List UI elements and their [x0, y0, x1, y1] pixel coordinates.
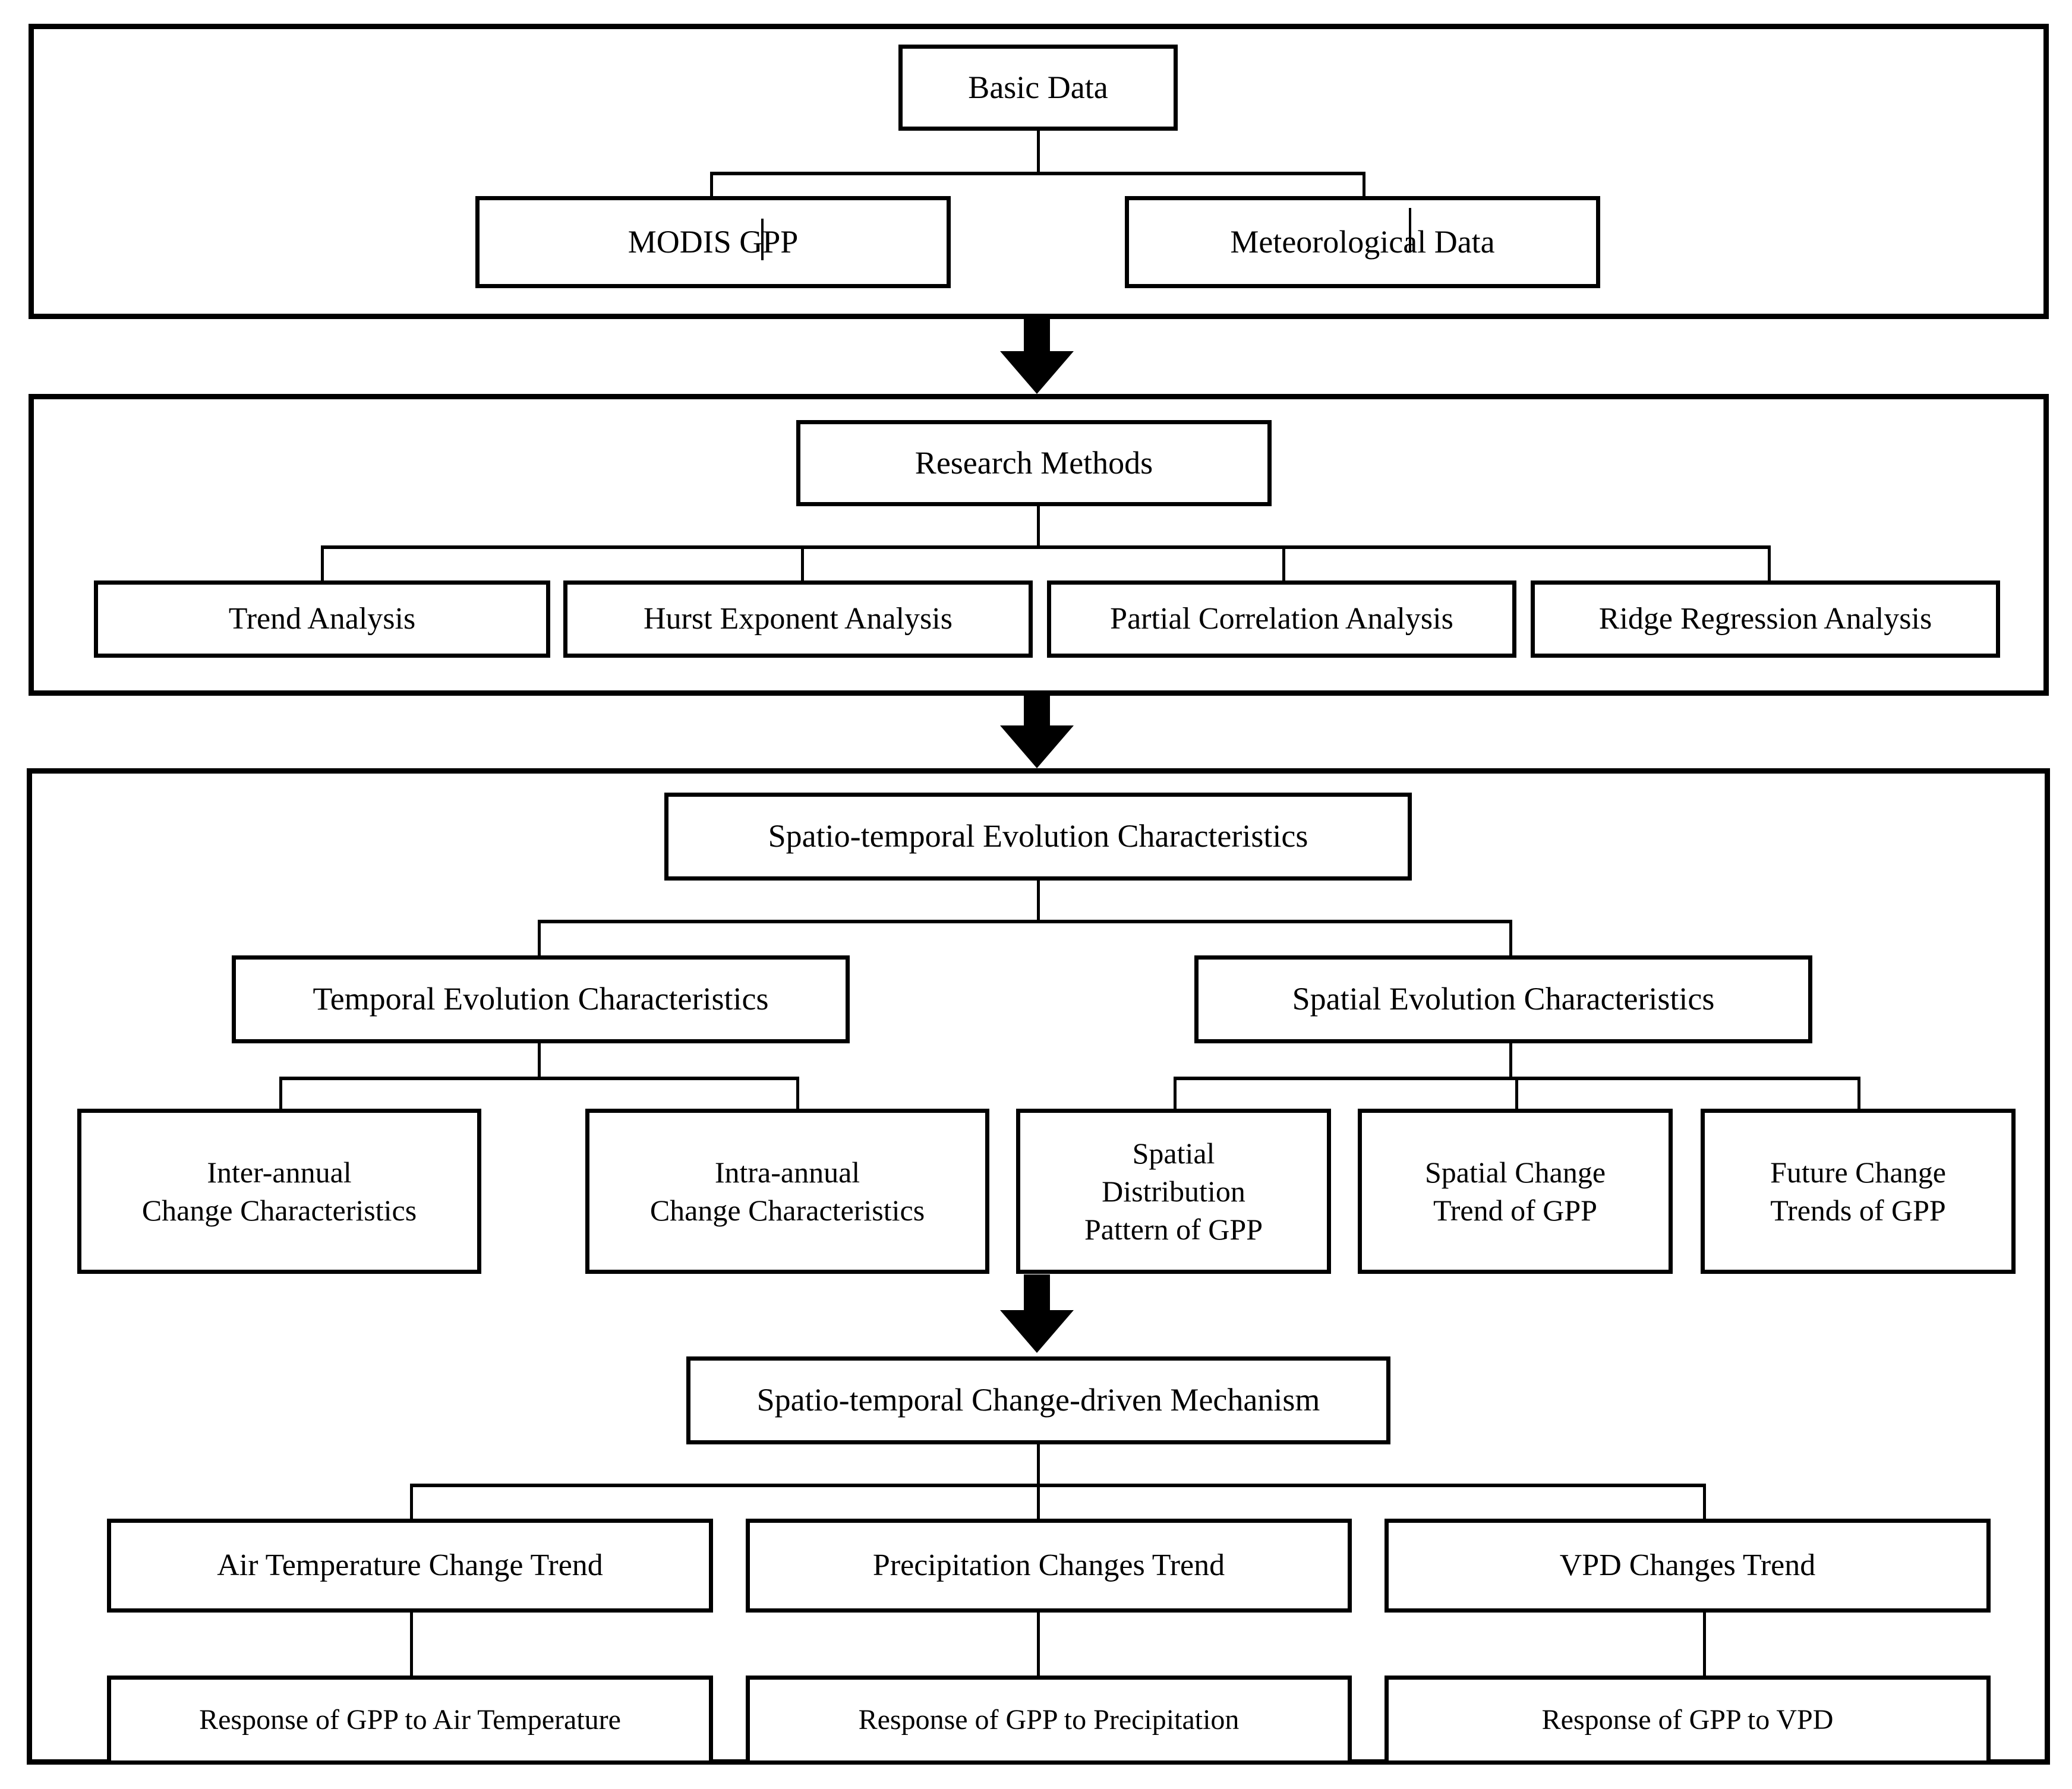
- node-basic-data-label: Basic Data: [968, 69, 1108, 105]
- node-change-driven-mechanism[interactable]: Spatio-temporal Change-driven Mechanism: [686, 1356, 1390, 1444]
- connector-to-vpd: [1703, 1484, 1706, 1520]
- node-intra-annual-change-label: Intra-annual Change Characteristics: [649, 1156, 925, 1227]
- arrow-characteristics-to-mechanism: [1000, 1274, 1074, 1353]
- connector-airtemp-to-response: [410, 1613, 413, 1678]
- node-future-change-trends[interactable]: Future Change Trends of GPP: [1701, 1109, 2016, 1274]
- arrow-methods-to-spatiotemporal: [1000, 696, 1074, 768]
- node-response-gpp-air-temperature-label: Response of GPP to Air Temperature: [199, 1704, 621, 1736]
- connector-vpd-to-response: [1703, 1613, 1706, 1678]
- arrow-basic-to-methods: [1000, 319, 1074, 394]
- connector-temporal-down: [538, 1043, 541, 1078]
- node-partial-correlation-analysis[interactable]: Partial Correlation Analysis: [1047, 580, 1516, 658]
- connector-spatial-down: [1509, 1043, 1512, 1078]
- node-precipitation-changes-trend-label: Precipitation Changes Trend: [872, 1548, 1225, 1582]
- node-future-change-trends-label: Future Change Trends of GPP: [1770, 1156, 1946, 1227]
- node-spatio-temporal-evolution-label: Spatio-temporal Evolution Characteristic…: [768, 818, 1308, 854]
- connector-mechanism-down: [1037, 1444, 1040, 1485]
- node-research-methods-label: Research Methods: [914, 444, 1153, 481]
- node-spatial-distribution-pattern[interactable]: Spatial Distribution Pattern of GPP: [1016, 1109, 1331, 1274]
- artifact-stroke-meteo: [1409, 208, 1411, 253]
- node-air-temperature-change-trend-label: Air Temperature Change Trend: [217, 1548, 603, 1582]
- connector-to-precipitation: [1037, 1484, 1040, 1520]
- node-modis-gpp[interactable]: MODIS GPP: [475, 196, 951, 288]
- connector-to-modis: [710, 172, 713, 198]
- node-modis-gpp-label: MODIS GPP: [627, 223, 799, 260]
- node-spatial-change-trend[interactable]: Spatial Change Trend of GPP: [1358, 1109, 1673, 1274]
- connector-spatiotemporal-down: [1037, 881, 1040, 921]
- node-meteorological-data-label: Meteorological Data: [1230, 223, 1495, 260]
- node-spatial-distribution-pattern-label: Spatial Distribution Pattern of GPP: [1084, 1137, 1263, 1246]
- connector-to-inter-annual: [279, 1077, 282, 1111]
- node-basic-data[interactable]: Basic Data: [898, 45, 1178, 131]
- node-partial-correlation-analysis-label: Partial Correlation Analysis: [1110, 601, 1453, 636]
- node-intra-annual-change[interactable]: Intra-annual Change Characteristics: [585, 1109, 989, 1274]
- connector-to-temporal-evolution: [538, 920, 541, 957]
- node-precipitation-changes-trend[interactable]: Precipitation Changes Trend: [746, 1519, 1352, 1613]
- connector-to-meteo: [1363, 172, 1365, 198]
- connector-to-hurst: [801, 545, 804, 582]
- node-ridge-regression-analysis[interactable]: Ridge Regression Analysis: [1531, 580, 2000, 658]
- node-response-gpp-vpd[interactable]: Response of GPP to VPD: [1385, 1676, 1991, 1765]
- connector-methods-down: [1037, 506, 1040, 547]
- connector-basicdata-down: [1037, 131, 1040, 173]
- node-spatial-evolution[interactable]: Spatial Evolution Characteristics: [1194, 955, 1812, 1043]
- node-response-gpp-air-temperature[interactable]: Response of GPP to Air Temperature: [107, 1676, 713, 1765]
- node-temporal-evolution[interactable]: Temporal Evolution Characteristics: [232, 955, 850, 1043]
- node-ridge-regression-analysis-label: Ridge Regression Analysis: [1598, 601, 1932, 636]
- node-spatio-temporal-evolution[interactable]: Spatio-temporal Evolution Characteristic…: [664, 793, 1412, 881]
- connector-to-future-change: [1857, 1077, 1860, 1111]
- connector-temporal-bus: [279, 1077, 799, 1080]
- connector-to-ridge: [1768, 545, 1771, 582]
- node-vpd-changes-trend-label: VPD Changes Trend: [1559, 1548, 1816, 1582]
- node-inter-annual-change-label: Inter-annual Change Characteristics: [141, 1156, 417, 1227]
- node-research-methods[interactable]: Research Methods: [796, 420, 1272, 506]
- node-spatial-evolution-label: Spatial Evolution Characteristics: [1292, 981, 1715, 1017]
- node-response-gpp-vpd-label: Response of GPP to VPD: [1541, 1704, 1834, 1736]
- connector-to-trend: [321, 545, 324, 582]
- connector-to-intra-annual: [796, 1077, 799, 1111]
- node-inter-annual-change[interactable]: Inter-annual Change Characteristics: [77, 1109, 481, 1274]
- connector-to-spatial-change: [1515, 1077, 1518, 1111]
- node-air-temperature-change-trend[interactable]: Air Temperature Change Trend: [107, 1519, 713, 1613]
- connector-to-spatial-evolution: [1509, 920, 1512, 957]
- connector-spatiotemporal-bus: [538, 920, 1512, 923]
- connector-basicdata-bus: [710, 172, 1365, 175]
- node-hurst-exponent-analysis[interactable]: Hurst Exponent Analysis: [563, 580, 1033, 658]
- node-response-gpp-precipitation-label: Response of GPP to Precipitation: [858, 1704, 1240, 1736]
- artifact-stroke-modis: [761, 219, 764, 260]
- connector-to-air-temperature: [410, 1484, 413, 1520]
- node-response-gpp-precipitation[interactable]: Response of GPP to Precipitation: [746, 1676, 1352, 1765]
- node-spatial-change-trend-label: Spatial Change Trend of GPP: [1424, 1156, 1606, 1227]
- connector-precip-to-response: [1037, 1613, 1040, 1678]
- connector-methods-bus: [321, 545, 1771, 549]
- connector-mechanism-bus: [410, 1484, 1705, 1487]
- node-meteorological-data[interactable]: Meteorological Data: [1125, 196, 1600, 288]
- node-change-driven-mechanism-label: Spatio-temporal Change-driven Mechanism: [756, 1382, 1320, 1418]
- connector-to-partial: [1282, 545, 1285, 582]
- node-temporal-evolution-label: Temporal Evolution Characteristics: [313, 981, 769, 1017]
- node-vpd-changes-trend[interactable]: VPD Changes Trend: [1385, 1519, 1991, 1613]
- node-hurst-exponent-analysis-label: Hurst Exponent Analysis: [644, 601, 953, 636]
- node-trend-analysis[interactable]: Trend Analysis: [94, 580, 550, 658]
- connector-to-spatial-distribution: [1174, 1077, 1177, 1111]
- node-trend-analysis-label: Trend Analysis: [228, 601, 416, 636]
